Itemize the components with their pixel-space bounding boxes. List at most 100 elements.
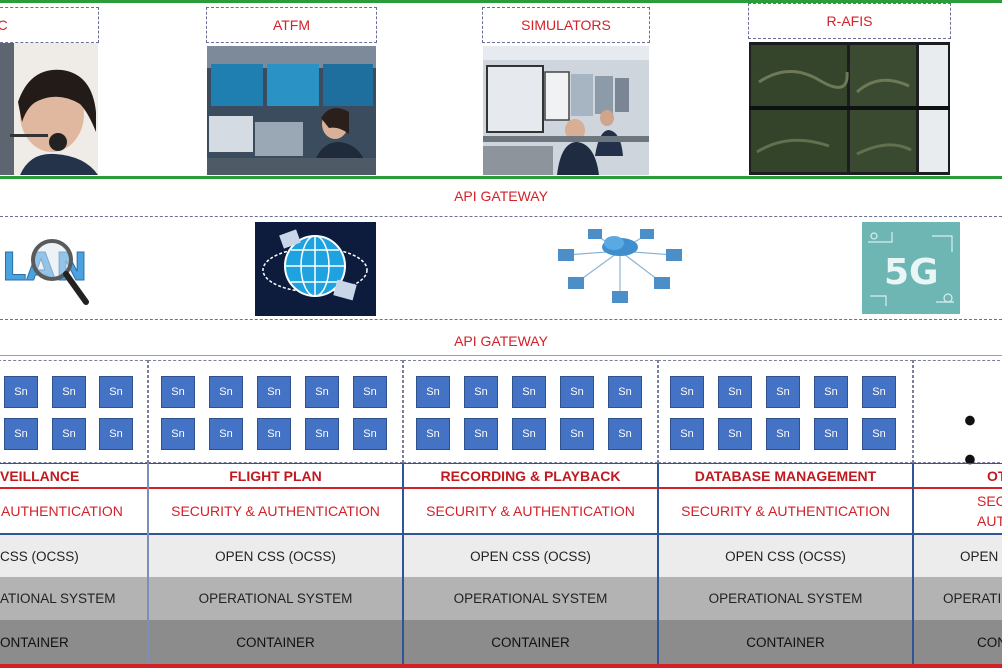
service-node: Sn	[257, 418, 291, 450]
service-node: Sn	[560, 376, 594, 408]
security-cell-surveillance: AUTHENTICATION	[1, 503, 123, 519]
service-node: Sn	[4, 418, 38, 450]
5g-icon: 5G	[862, 222, 960, 314]
container-cell-flight-plan: CONTAINER	[236, 634, 315, 650]
app-label-simulators: SIMULATORS	[482, 7, 650, 43]
service-node: Sn	[99, 376, 133, 408]
service-panel-surveillance	[0, 360, 148, 463]
ocss-cell-flight-plan: OPEN CSS (OCSS)	[215, 548, 336, 564]
app-label-atfm: ATFM	[206, 7, 377, 43]
service-node: Sn	[718, 376, 752, 408]
service-node: Sn	[560, 418, 594, 450]
service-node: Sn	[52, 418, 86, 450]
app-label-rafis: R-AFIS	[748, 3, 951, 39]
service-node: Sn	[209, 376, 243, 408]
column-divider-2	[402, 463, 404, 664]
service-node: Sn	[670, 376, 704, 408]
os-cell-recording: OPERATIONAL SYSTEM	[453, 591, 608, 606]
container-cell-recording: CONTAINER	[491, 634, 570, 650]
network-band-top-border	[0, 216, 1002, 217]
service-node: Sn	[99, 418, 133, 450]
os-cell-other: OPERATIO	[943, 591, 1002, 606]
lan-icon: LAN	[0, 222, 100, 310]
security-cell-flight-plan: SECURITY & AUTHENTICATION	[171, 503, 380, 519]
service-node: Sn	[862, 376, 896, 408]
service-node: Sn	[512, 376, 546, 408]
column-divider-1	[147, 463, 149, 664]
service-node: Sn	[766, 376, 800, 408]
column-divider-3	[657, 463, 659, 664]
applications-band: C ATFM	[0, 0, 1002, 179]
service-node: Sn	[4, 376, 38, 408]
more-services-indicator: • •	[964, 402, 980, 479]
ocss-row: CSS (OCSS) OPEN CSS (OCSS) OPEN CSS (OCS…	[0, 533, 1002, 577]
os-row: ATIONAL SYSTEM OPERATIONAL SYSTEM OPERAT…	[0, 577, 1002, 620]
service-panel-database	[658, 360, 913, 463]
bottom-green-rule	[0, 176, 1002, 179]
service-panel-flight-plan	[148, 360, 403, 463]
app-label-atc: C	[0, 7, 99, 43]
service-panel-recording	[403, 360, 658, 463]
app-label-rafis-text: R-AFIS	[826, 13, 873, 29]
module-title-recording: RECORDING & PLAYBACK	[440, 467, 621, 484]
service-node: Sn	[862, 418, 896, 450]
service-node: Sn	[718, 418, 752, 450]
atfm-operator-photo	[207, 46, 376, 175]
bottom-red-rule	[0, 664, 1002, 668]
container-row: ONTAINER CONTAINER CONTAINER CONTAINER C…	[0, 620, 1002, 664]
service-node: Sn	[257, 376, 291, 408]
service-node: Sn	[353, 418, 387, 450]
api-gateway-top: API GATEWAY	[454, 188, 548, 204]
ocss-cell-database: OPEN CSS (OCSS)	[725, 548, 846, 564]
ocss-cell-other: OPEN C	[960, 548, 1002, 564]
module-title-surveillance: VEILLANCE	[0, 467, 80, 484]
service-panel-other	[913, 360, 1002, 463]
service-node: Sn	[512, 418, 546, 450]
service-node: Sn	[670, 418, 704, 450]
container-cell-other: CON	[977, 634, 1002, 650]
service-node: Sn	[416, 418, 450, 450]
service-node: Sn	[305, 376, 339, 408]
api-gateway-bottom: API GATEWAY	[454, 333, 548, 349]
network-band-bottom-border	[0, 319, 1002, 320]
service-node: Sn	[416, 376, 450, 408]
service-node: Sn	[161, 418, 195, 450]
module-title-flight-plan: FLIGHT PLAN	[229, 467, 322, 484]
app-label-atc-text: C	[0, 17, 8, 33]
container-cell-surveillance: ONTAINER	[0, 634, 69, 650]
os-cell-flight-plan: OPERATIONAL SYSTEM	[198, 591, 353, 606]
os-cell-database: OPERATIONAL SYSTEM	[708, 591, 863, 606]
module-title-other: OT	[987, 467, 1002, 484]
column-divider-4	[912, 463, 914, 664]
service-node: Sn	[464, 376, 498, 408]
app-label-atfm-text: ATFM	[272, 17, 311, 33]
service-node: Sn	[464, 418, 498, 450]
service-node: Sn	[814, 376, 848, 408]
distributed-network-icon	[556, 225, 684, 309]
service-node: Sn	[766, 418, 800, 450]
security-cell-database: SECURITY & AUTHENTICATION	[681, 503, 890, 519]
service-node: Sn	[814, 418, 848, 450]
service-node: Sn	[608, 418, 642, 450]
service-node: Sn	[52, 376, 86, 408]
service-node: Sn	[305, 418, 339, 450]
service-node: Sn	[353, 376, 387, 408]
security-cell-other: SECU AUTHEN	[977, 493, 1002, 529]
service-node: Sn	[209, 418, 243, 450]
module-title-row: VEILLANCE FLIGHT PLAN RECORDING & PLAYBA…	[0, 463, 1002, 489]
rafis-screens-photo	[749, 42, 950, 175]
container-cell-database: CONTAINER	[746, 634, 825, 650]
ocss-cell-surveillance: CSS (OCSS)	[0, 548, 79, 564]
simulators-room-photo	[483, 46, 649, 175]
app-label-simulators-text: SIMULATORS	[521, 17, 611, 33]
os-cell-surveillance: ATIONAL SYSTEM	[0, 591, 116, 606]
security-cell-recording: SECURITY & AUTHENTICATION	[426, 503, 635, 519]
top-green-rule	[0, 0, 1002, 3]
security-row: AUTHENTICATION SECURITY & AUTHENTICATION…	[0, 489, 1002, 533]
services-band-top-border	[0, 355, 1002, 356]
globe-network-icon	[255, 222, 376, 316]
svg-text:5G: 5G	[884, 252, 939, 293]
service-node: Sn	[608, 376, 642, 408]
module-title-database: DATABASE MANAGEMENT	[694, 467, 877, 484]
service-node: Sn	[161, 376, 195, 408]
